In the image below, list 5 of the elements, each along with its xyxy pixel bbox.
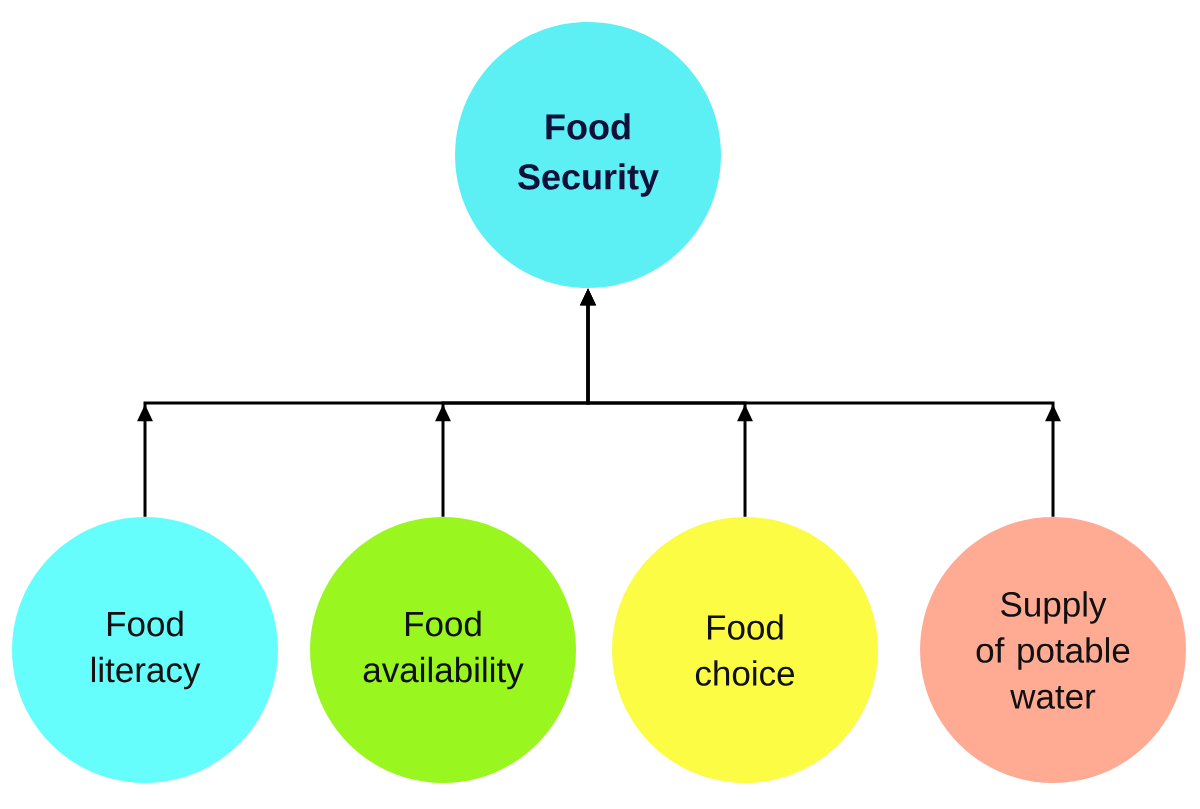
circle-node: Food Security [455, 22, 721, 288]
circle-node: Food availability [310, 517, 576, 783]
circle-node: Supply of potable water [920, 517, 1186, 783]
circle-node: Food literacy [12, 517, 278, 783]
circle-node: Food choice [612, 517, 878, 783]
